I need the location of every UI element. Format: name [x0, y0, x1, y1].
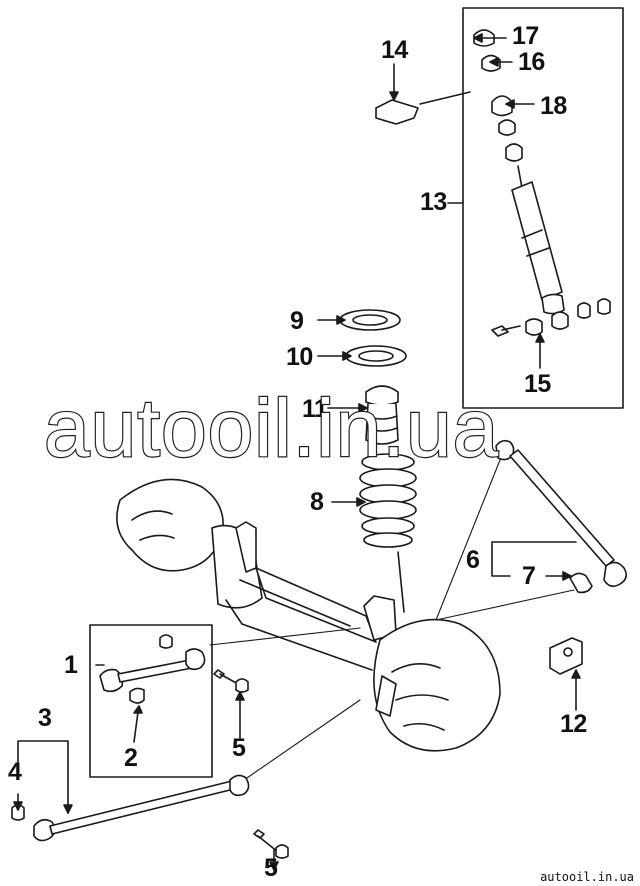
- callout-label-12: 12: [560, 710, 587, 738]
- spring-seats: [339, 309, 407, 367]
- callout-label-17: 17: [512, 22, 539, 50]
- bump-stop: [365, 385, 399, 445]
- callout-label-4: 4: [8, 758, 22, 786]
- callout-label-2: 2: [124, 744, 138, 772]
- callout-label-3: 3: [38, 704, 52, 732]
- lateral-rod-bracket: [549, 637, 583, 675]
- coil-spring: [359, 453, 417, 548]
- callout-label-6: 6: [466, 546, 480, 574]
- upper-control-arm: [495, 439, 628, 588]
- callout-label-5-lower: 5: [264, 854, 278, 882]
- shock-absorber-group-box: [447, 7, 624, 409]
- callout-label-18: 18: [540, 92, 567, 120]
- callout-arrows: [13, 33, 581, 871]
- callout-label-7: 7: [522, 562, 536, 590]
- rear-axle-housing: [116, 478, 501, 752]
- footer-url[interactable]: autooil.in.ua: [540, 870, 634, 884]
- watermark: autooil.in.ua: [43, 383, 500, 474]
- bolt-upper: [213, 669, 249, 693]
- callout-label-5-upper: 5: [232, 734, 246, 762]
- lower-trailing-arm: [11, 774, 250, 842]
- lower-control-arm: [99, 634, 206, 704]
- callout-label-9: 9: [290, 307, 304, 335]
- callout-label-8: 8: [310, 488, 324, 516]
- upper-bracket: [375, 99, 419, 125]
- callout-label-16: 16: [518, 48, 545, 76]
- bolt-lower: [253, 829, 289, 859]
- arm-bushing: [569, 572, 593, 594]
- callout-label-14: 14: [381, 36, 408, 64]
- leader-lines: [209, 459, 575, 781]
- callout-label-13: 13: [420, 188, 447, 216]
- callout-label-15: 15: [524, 370, 551, 398]
- callout-label-11: 11: [302, 395, 328, 423]
- callout-label-10: 10: [286, 343, 313, 371]
- callout-label-1: 1: [64, 651, 78, 679]
- callout-brackets: [17, 541, 577, 814]
- lower-arm-group-box: [89, 624, 213, 778]
